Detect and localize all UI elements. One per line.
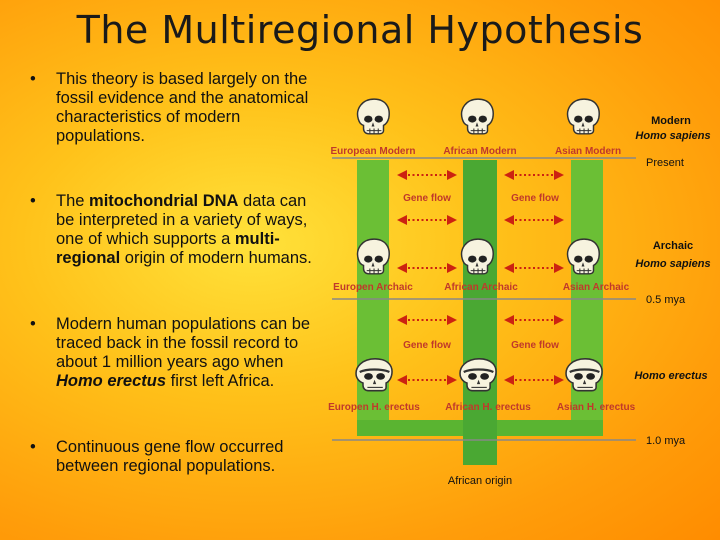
bullet-fossil-evidence: • This theory is based largely on the fo… xyxy=(30,70,322,146)
bullet-mtdna: • The mitochondrial DNA data can be inte… xyxy=(30,192,322,268)
label-african-modern: African Modern xyxy=(443,146,516,157)
gene-flow-label: Gene flow xyxy=(403,193,451,204)
bullet-gene-flow: • Continuous gene flow occurred between … xyxy=(30,438,322,476)
african-modern-skull-icon xyxy=(460,98,494,135)
stage-archaic-species: Homo sapiens xyxy=(635,258,710,270)
bullet-dot: • xyxy=(30,70,36,88)
asian-modern-skull-icon xyxy=(566,98,600,135)
bullet-dot: • xyxy=(30,315,36,333)
bullet-text-part: Modern human populations can be traced b… xyxy=(56,315,311,371)
label-european-erectus: Europen H. erectus xyxy=(328,402,420,413)
bullet-text-part: data can be interpreted in a variety of … xyxy=(56,192,308,248)
stage-erectus: Homo erectus xyxy=(634,370,707,382)
stage-archaic-title: Archaic xyxy=(653,240,693,252)
bullet-text-part: origin of modern humans. xyxy=(120,249,312,267)
label-asian-modern: Asian Modern xyxy=(555,146,621,157)
label-asian-erectus: Asian H. erectus xyxy=(557,402,636,413)
label-european-modern: European Modern xyxy=(330,146,415,157)
bullet-fossil-record: • Modern human populations can be traced… xyxy=(30,315,322,391)
label-african-erectus: African H. erectus xyxy=(445,402,531,413)
label-african-archaic: African Archaic xyxy=(444,282,518,293)
bullet-dot: • xyxy=(30,192,36,210)
label-european-archaic: Europen Archaic xyxy=(333,282,413,293)
bullet-dot: • xyxy=(30,438,36,456)
label-asian-archaic: Asian Archaic xyxy=(563,282,630,293)
bullet-list: • This theory is based largely on the fo… xyxy=(30,70,322,476)
origin-stem xyxy=(463,420,497,465)
stage-mya-05: 0.5 mya xyxy=(646,294,686,306)
asia-column xyxy=(571,160,603,435)
stage-modern-title: Modern xyxy=(651,115,691,127)
bullet-text: Continuous gene flow occurred between re… xyxy=(56,438,284,475)
bullet-text-part: first left Africa. xyxy=(166,372,275,390)
africa-column xyxy=(463,160,497,465)
bullet-text-part: The xyxy=(56,192,90,210)
stage-present: Present xyxy=(646,157,684,169)
slide-title: The Multiregional Hypothesis xyxy=(76,8,644,52)
bullet-emphasis: Homo erectus xyxy=(56,372,167,390)
european-modern-skull-icon xyxy=(356,98,390,135)
gene-flow-label: Gene flow xyxy=(403,340,451,351)
gene-flow-label: Gene flow xyxy=(511,340,559,351)
stage-modern-species: Homo sapiens xyxy=(635,130,710,142)
europe-column xyxy=(357,160,389,435)
bullet-text: This theory is based largely on the foss… xyxy=(56,70,309,145)
stage-mya-10: 1.0 mya xyxy=(646,435,686,447)
african-origin-label: African origin xyxy=(448,475,512,487)
bullet-emphasis: mitochondrial DNA xyxy=(89,192,239,210)
gene-flow-label: Gene flow xyxy=(511,193,559,204)
bullet-emphasis: multi-regional xyxy=(56,230,280,267)
